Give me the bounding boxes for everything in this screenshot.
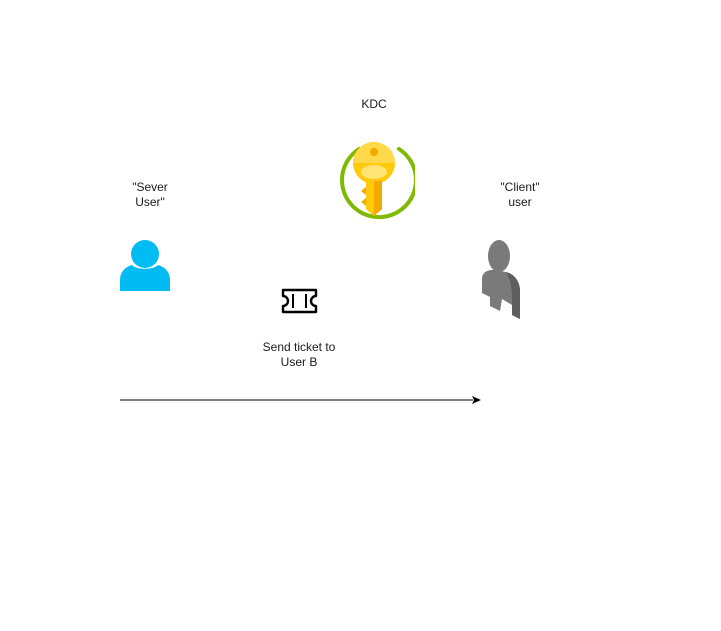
ticket-label: Send ticket to User B bbox=[249, 340, 349, 370]
kdc-label: KDC bbox=[344, 97, 404, 112]
user-icon[interactable] bbox=[120, 240, 170, 292]
send-arrow-head bbox=[472, 396, 481, 404]
ticket-label-line2: User B bbox=[280, 355, 318, 369]
user-icon[interactable] bbox=[478, 239, 522, 323]
ticket-icon[interactable] bbox=[281, 288, 318, 314]
ticket-label-line1: Send ticket to bbox=[262, 340, 336, 354]
server-user-label: "Sever User" bbox=[110, 180, 190, 210]
client-user-label-line1: "Client" bbox=[500, 180, 540, 194]
server-user-label-line2: User" bbox=[135, 195, 165, 209]
client-user-label: "Client" user bbox=[480, 180, 560, 210]
server-user-label-line1: "Sever bbox=[132, 180, 168, 194]
kdc-label-text: KDC bbox=[361, 97, 387, 111]
key-icon[interactable] bbox=[333, 139, 415, 223]
client-user-label-line2: user bbox=[508, 195, 532, 209]
